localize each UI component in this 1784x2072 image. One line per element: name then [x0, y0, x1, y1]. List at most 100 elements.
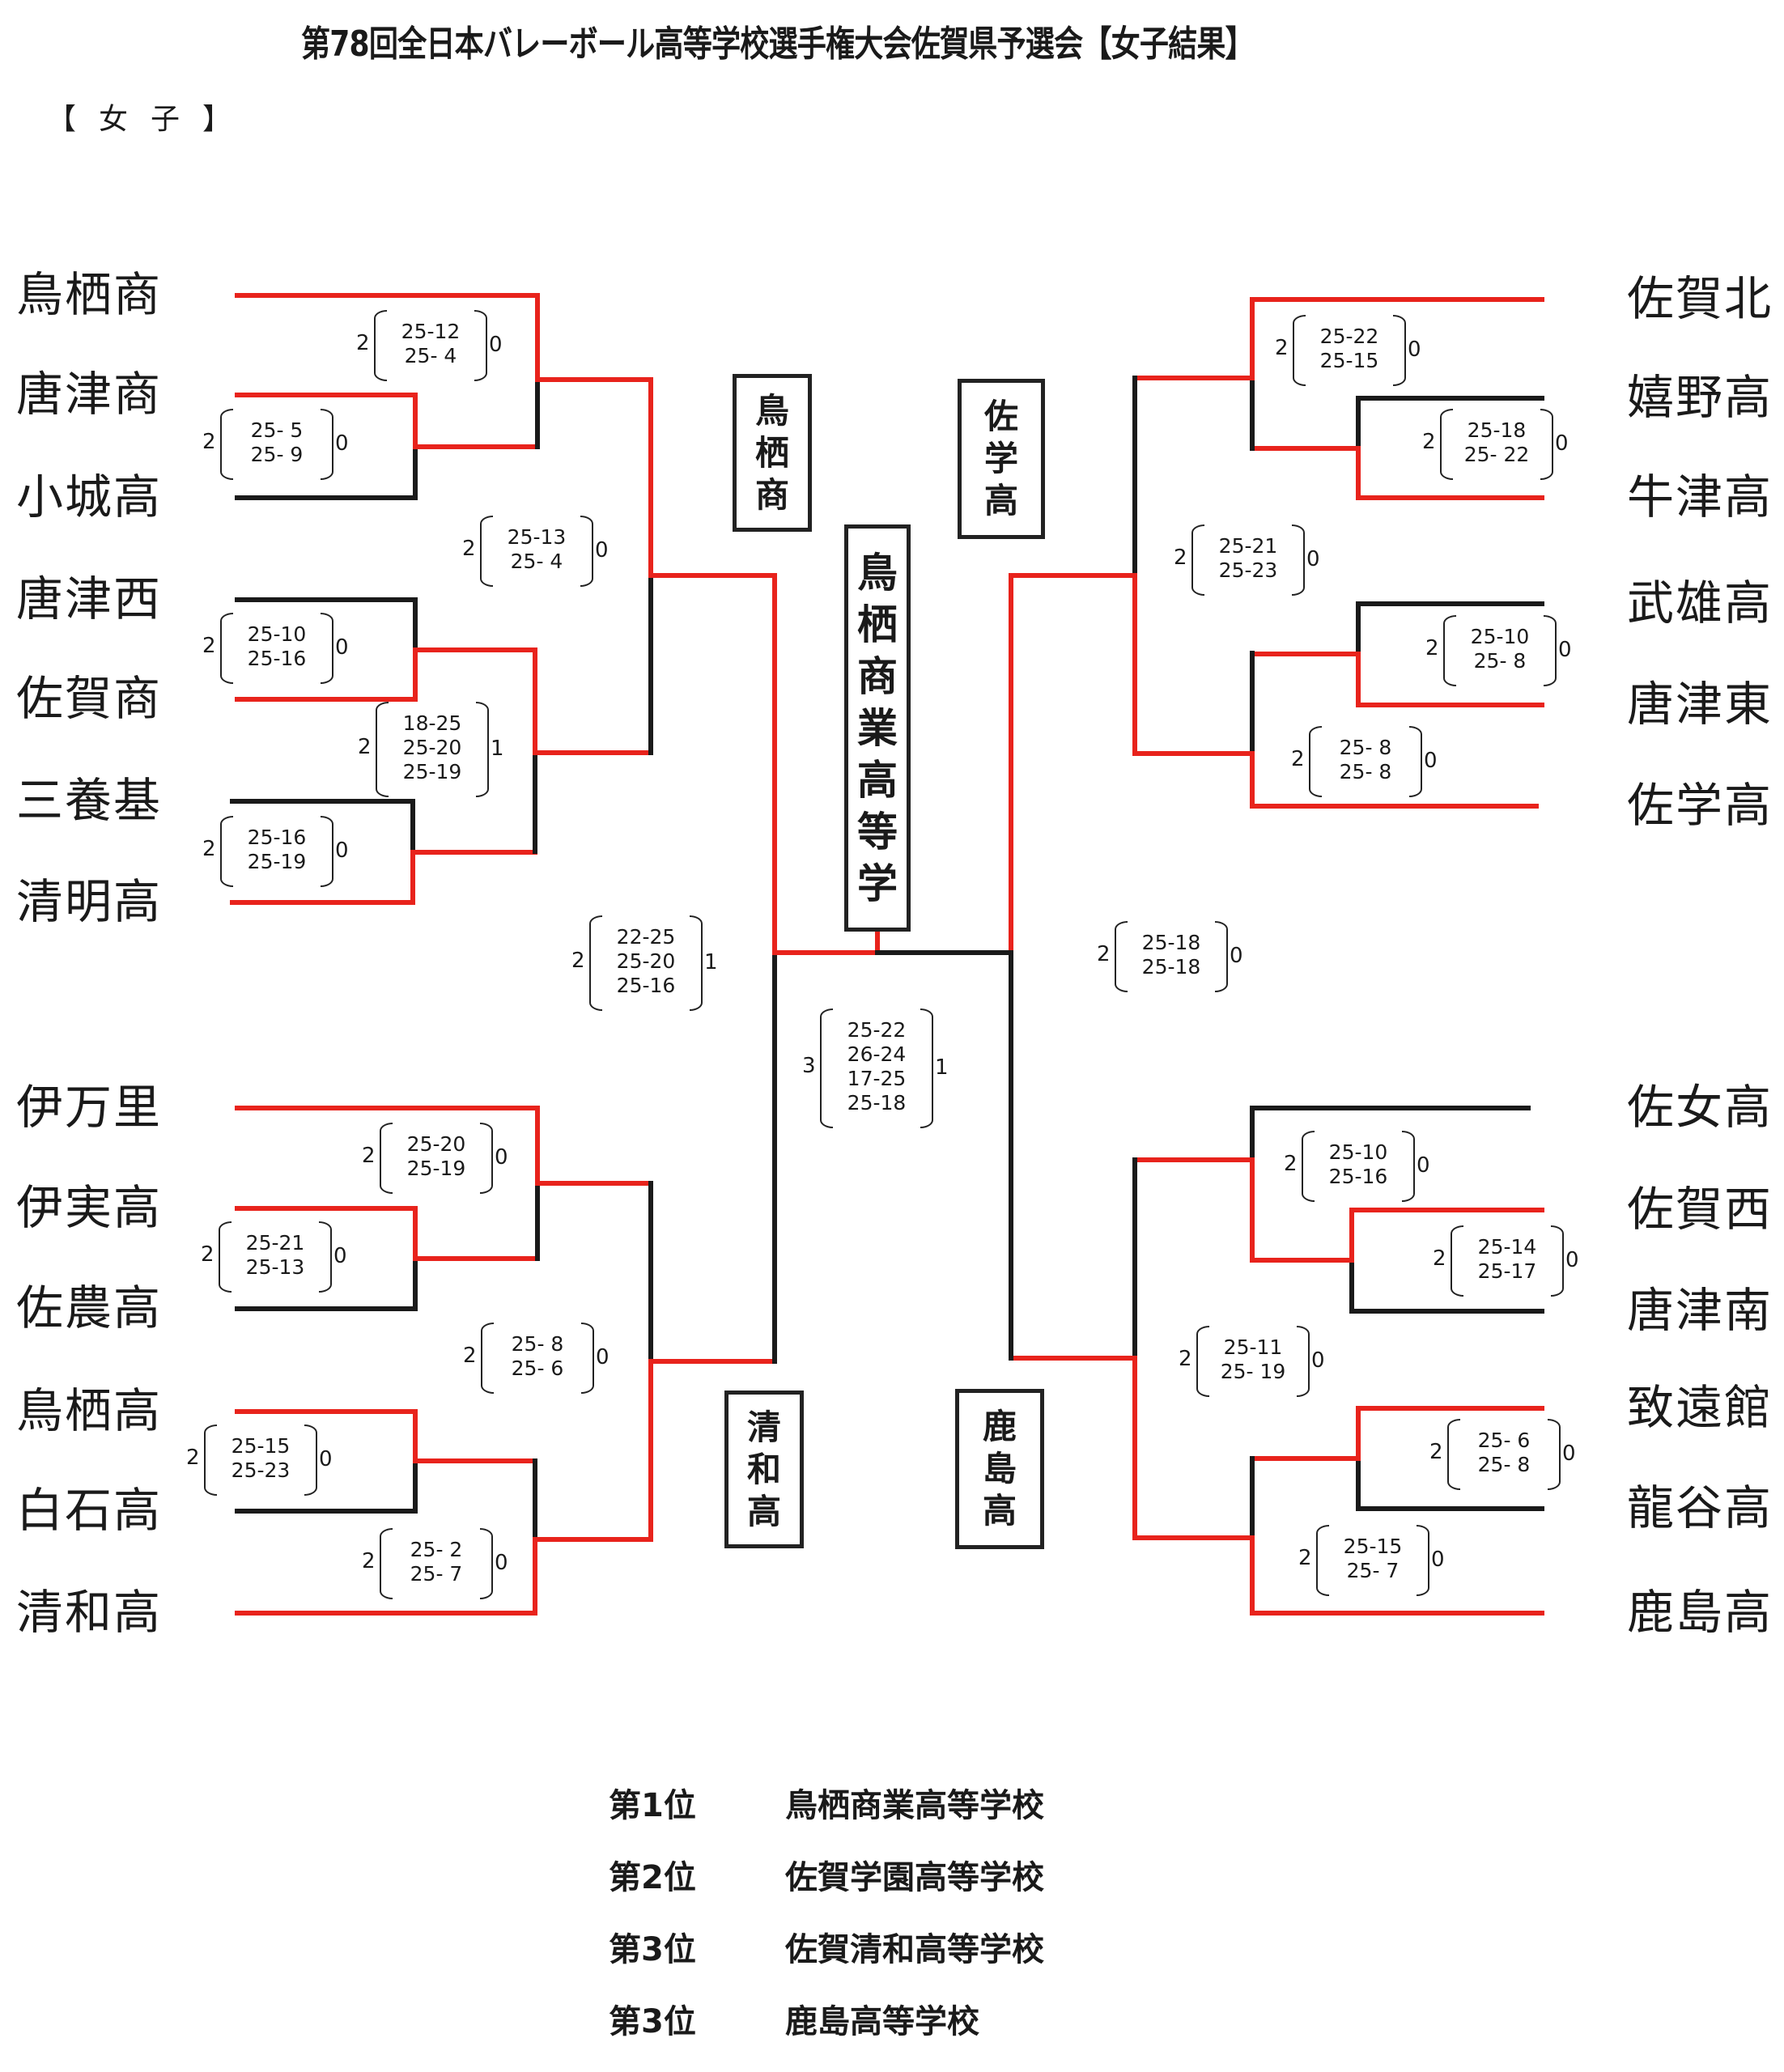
loser-sets-won: 0 [1417, 1153, 1430, 1178]
loser-sets-won: 0 [495, 1551, 508, 1575]
set-score: 25-19 [406, 1157, 466, 1180]
section-label: 【女子】 [47, 103, 255, 136]
set-score: 25-18 [1141, 955, 1201, 979]
set-score: 25-21 [1218, 534, 1278, 558]
team-name: 嬉野高 [1627, 370, 1773, 425]
set-score: 25-22 [847, 1018, 907, 1042]
winner-sets-won: 2 [1422, 430, 1436, 454]
set-score: 25-13 [245, 1255, 305, 1279]
winner-sets-won: 2 [462, 537, 476, 561]
winner-sets-won: 2 [1298, 1546, 1312, 1570]
set-score: 25-18 [847, 1091, 907, 1115]
team-name: 鳥栖高 [16, 1383, 163, 1438]
set-score: 25- 9 [250, 443, 304, 466]
winner-sets-won: 2 [358, 735, 372, 759]
team-name: 龍谷高 [1627, 1480, 1773, 1535]
winner-sets-won: 2 [1425, 636, 1439, 660]
set-score: 25- 7 [1346, 1559, 1400, 1582]
set-score: 25-15 [231, 1434, 291, 1458]
set-score: 25-10 [1328, 1140, 1388, 1164]
vertical-char: 学 [857, 860, 898, 907]
team-name: 唐津南 [1627, 1283, 1773, 1338]
winner-sets-won: 2 [201, 1242, 215, 1267]
team-name: 唐津西 [16, 571, 163, 626]
winner-sets-won: 2 [1429, 1440, 1443, 1464]
set-score: 25-18 [1141, 931, 1201, 954]
set-score: 25-16 [247, 826, 307, 849]
loser-sets-won: 0 [1558, 638, 1572, 662]
team-name: 白石高 [16, 1483, 163, 1538]
set-score: 25-16 [1328, 1165, 1388, 1188]
winner-sets-won: 2 [202, 430, 216, 454]
vertical-char: 和 [746, 1449, 781, 1489]
set-score: 26-24 [847, 1042, 907, 1066]
team-name: 三養基 [16, 773, 163, 828]
loser-sets-won: 1 [491, 737, 504, 761]
set-score: 25- 2 [410, 1538, 463, 1561]
ranking-place: 第1位 [609, 1787, 696, 1824]
set-score: 25-18 [1467, 418, 1527, 442]
ranking-place: 第3位 [609, 1931, 696, 1968]
team-name: 唐津商 [16, 367, 163, 422]
set-score: 25- 8 [1473, 649, 1527, 673]
vertical-char: 島 [982, 1449, 1017, 1488]
vertical-char: 佐 [983, 397, 1018, 436]
winner-sets-won: 2 [356, 331, 370, 355]
loser-sets-won: 1 [935, 1055, 949, 1080]
set-score: 25- 8 [1339, 760, 1392, 783]
set-score: 25- 22 [1463, 443, 1530, 466]
team-name: 佐賀北 [1627, 271, 1773, 326]
set-score: 25-22 [1319, 325, 1379, 348]
vertical-char: 学 [983, 439, 1018, 478]
ranking-row: 第3位佐賀清和高等学校 [609, 1923, 1044, 1970]
set-score: 25-15 [1343, 1535, 1403, 1558]
ranking-row: 第3位鹿島高等学校 [609, 1995, 979, 2042]
loser-sets-won: 0 [489, 333, 503, 357]
team-name: 佐女高 [1627, 1080, 1773, 1135]
team-name: 佐学高 [1627, 778, 1773, 833]
winner-sets-won: 2 [1433, 1246, 1446, 1271]
vertical-char: 業 [857, 704, 898, 752]
vertical-char: 栖 [857, 601, 898, 648]
set-score: 25- 5 [250, 418, 304, 442]
vertical-char: 清 [746, 1407, 781, 1447]
loser-sets-won: 0 [335, 431, 349, 456]
ranking-school: 鳥栖商業高等学校 [785, 1787, 1044, 1824]
vertical-char: 鳥 [754, 390, 789, 431]
winner-sets-won: 2 [202, 837, 216, 861]
loser-sets-won: 0 [596, 1345, 610, 1369]
winner-sets-won: 2 [1174, 546, 1187, 570]
vertical-char: 等 [857, 808, 898, 856]
vertical-char: 栖 [754, 432, 789, 473]
set-score: 25-15 [1319, 349, 1379, 372]
set-score: 25- 4 [510, 550, 563, 573]
set-score: 25-14 [1477, 1235, 1537, 1259]
loser-sets-won: 0 [335, 635, 349, 660]
ranking-school: 佐賀学園高等学校 [785, 1859, 1044, 1896]
team-name: 清明高 [16, 874, 163, 929]
set-score: 25- 6 [511, 1357, 564, 1380]
team-name: 佐賀西 [1627, 1182, 1773, 1237]
